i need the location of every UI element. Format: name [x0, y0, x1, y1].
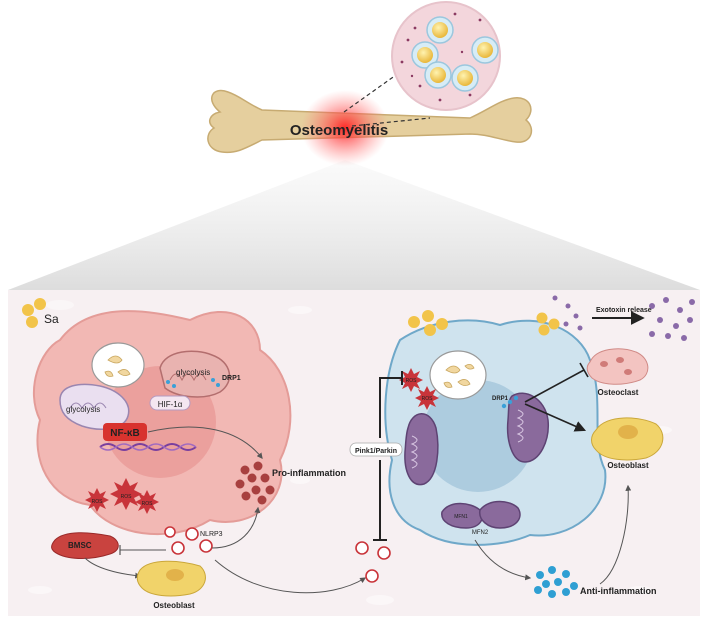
- arrow-nfkb-to-inflammation: [147, 426, 263, 459]
- nlrp3-label: NLRP3: [200, 531, 223, 538]
- arrow-to-osteoblast-right: [524, 403, 587, 432]
- arrow-nlrp3-up: [211, 506, 261, 549]
- phagosome-left: [91, 342, 145, 388]
- pink1-parkin-box: [349, 442, 403, 457]
- ros-label-3: ROS: [142, 501, 154, 507]
- pro-inflammation-label: Pro-inflammation: [272, 468, 346, 478]
- ros-label-right-2: ROS: [422, 396, 434, 402]
- pink1-parkin-inhibition: [373, 371, 403, 541]
- arrow-left-to-right-cell: [214, 559, 367, 594]
- magnified-view: [343, 1, 501, 127]
- bmsc-label: BMSC: [68, 541, 92, 550]
- drp1-label-left: DRP1: [222, 375, 241, 382]
- mitochondrion-left: [59, 383, 130, 430]
- staph-aureus-cluster-left: [22, 298, 46, 328]
- osteoclast: [586, 348, 649, 385]
- ros-bursts-right: [399, 368, 439, 410]
- arrow-to-anti-inflammation: [474, 539, 532, 581]
- hif1a-label: HIF-1α: [158, 400, 183, 409]
- arrow-bmsc-to-osteoblast: [84, 557, 142, 579]
- phagosome-right: [429, 350, 487, 400]
- drp1-label-right: DRP1: [492, 396, 509, 402]
- zoom-cone: [8, 160, 700, 290]
- inflammasome-cluster-right: [355, 541, 391, 583]
- pro-inflammatory-cytokines: [235, 461, 275, 505]
- mitochondrion-left-right-cell: [404, 413, 439, 486]
- sa-label: Sa: [44, 312, 59, 326]
- drp1-marker-right: [501, 395, 519, 409]
- staph-cluster-magnified: [411, 16, 499, 92]
- glycolysis-label-top: glycolysis: [176, 368, 210, 377]
- osteoblast-label-left: Osteoblast: [153, 601, 195, 610]
- osteoblast-right: [591, 417, 664, 461]
- arrow-anti-to-osteoblast: [599, 484, 632, 585]
- glycolysis-label-left: glycolysis: [66, 405, 100, 414]
- anti-inflammatory-cytokines: [534, 566, 578, 598]
- ros-label-1: ROS: [121, 494, 133, 500]
- exotoxin-particles-released: [649, 297, 695, 341]
- osteoblast-left: [136, 560, 206, 597]
- bmsc-cell: [51, 532, 119, 559]
- mitochondria-fusion: [441, 500, 521, 529]
- macrophage-left: [32, 310, 292, 555]
- bone-illustration: [207, 89, 533, 166]
- anti-inflammation-label: Anti-inflammation: [580, 586, 657, 596]
- staph-aureus-cluster-right: [408, 310, 560, 336]
- nfkb-box: [103, 423, 147, 441]
- exotoxin-label: Exotoxin release: [596, 307, 652, 314]
- nucleus-right: [422, 380, 534, 492]
- inflammasome-cluster: [164, 526, 213, 555]
- macrophage-right: [384, 319, 607, 546]
- ros-label-2: ROS: [92, 499, 104, 505]
- pink1-parkin-label: Pink1/Parkin: [355, 448, 397, 455]
- bone-title: Osteomyelitis: [290, 122, 388, 139]
- nfkb-label: NF-κB: [110, 428, 139, 439]
- hif1a-box: [149, 395, 191, 411]
- infection-glow: [301, 90, 389, 166]
- ros-bursts-left: [85, 478, 159, 514]
- osteoblast-label-right: Osteoblast: [607, 461, 649, 470]
- mfn2-label: MFN2: [472, 530, 489, 536]
- mfn1-label: MFN1: [454, 514, 468, 520]
- ros-label-right-1: ROS: [406, 378, 418, 384]
- inhibit-osteoclast: [524, 369, 585, 403]
- mitochondrion-top-left: [159, 350, 231, 398]
- exotoxin-particles-source: [552, 295, 583, 331]
- drp1-marker-top-left: [166, 378, 220, 388]
- osteoclast-label: Osteoclast: [598, 388, 639, 397]
